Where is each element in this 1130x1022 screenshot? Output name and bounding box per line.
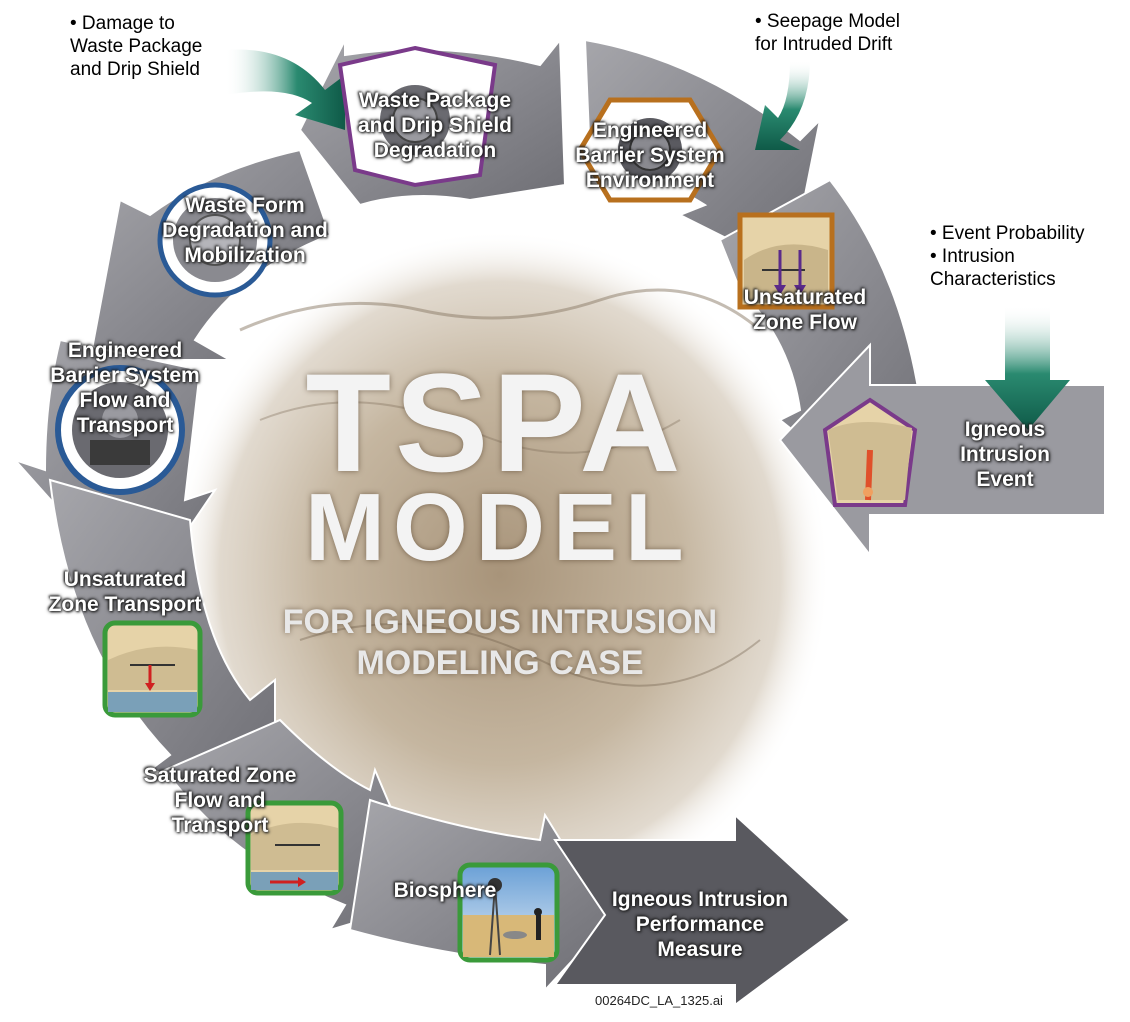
title-tspa: TSPA [305, 344, 685, 501]
ebs-flow-icon [55, 365, 185, 495]
waste-form-icon [157, 182, 273, 298]
label-ebs-flow: Engineered Barrier System Flow and Trans… [50, 339, 200, 437]
figure-id: 00264DC_LA_1325.ai [595, 993, 723, 1008]
photo-ridge-lines [239, 288, 761, 332]
uz-transport-icon [102, 620, 203, 718]
note-damage: • Damage to Waste Package and Drip Shiel… [70, 13, 203, 80]
waste-package-icon [337, 45, 498, 188]
note-seepage: • Seepage Model for Intruded Drift [755, 11, 901, 55]
uz-flow-icon [737, 212, 835, 310]
biosphere-icon [457, 862, 560, 963]
label-uz-transport: Unsaturated Zone Transport [48, 568, 202, 616]
title-model: MODEL [305, 474, 692, 581]
sz-flow-icon [245, 800, 344, 896]
subtitle-line-2: MODELING CASE [356, 644, 644, 682]
label-performance: Igneous Intrusion Performance Measure [611, 888, 789, 961]
damage-input-arrow [225, 49, 345, 130]
label-ebs-environment: Engineered Barrier System Environment [575, 119, 725, 192]
igneous-event-icon [822, 397, 918, 507]
note-event: • Event Probability • Intrusion Characte… [930, 223, 1085, 290]
subtitle-line-1: FOR IGNEOUS INTRUSION [282, 603, 718, 641]
label-igneous-event: Igneous Intrusion Event [960, 418, 1050, 491]
label-uz-flow: Unsaturated Zone Flow [743, 286, 867, 334]
label-waste-package: Waste Package and Drip Shield Degradatio… [357, 89, 512, 162]
seepage-input-arrow [755, 60, 810, 150]
label-sz-flow: Saturated Zone Flow and Transport [143, 764, 297, 837]
label-waste-form: Waste Form Degradation and Mobilization [162, 194, 328, 267]
ebs-environment-icon [577, 97, 723, 203]
event-input-arrow [985, 305, 1070, 430]
label-biosphere: Biosphere [393, 879, 497, 902]
performance-arrow [553, 812, 852, 1007]
desert-photo [170, 230, 830, 920]
